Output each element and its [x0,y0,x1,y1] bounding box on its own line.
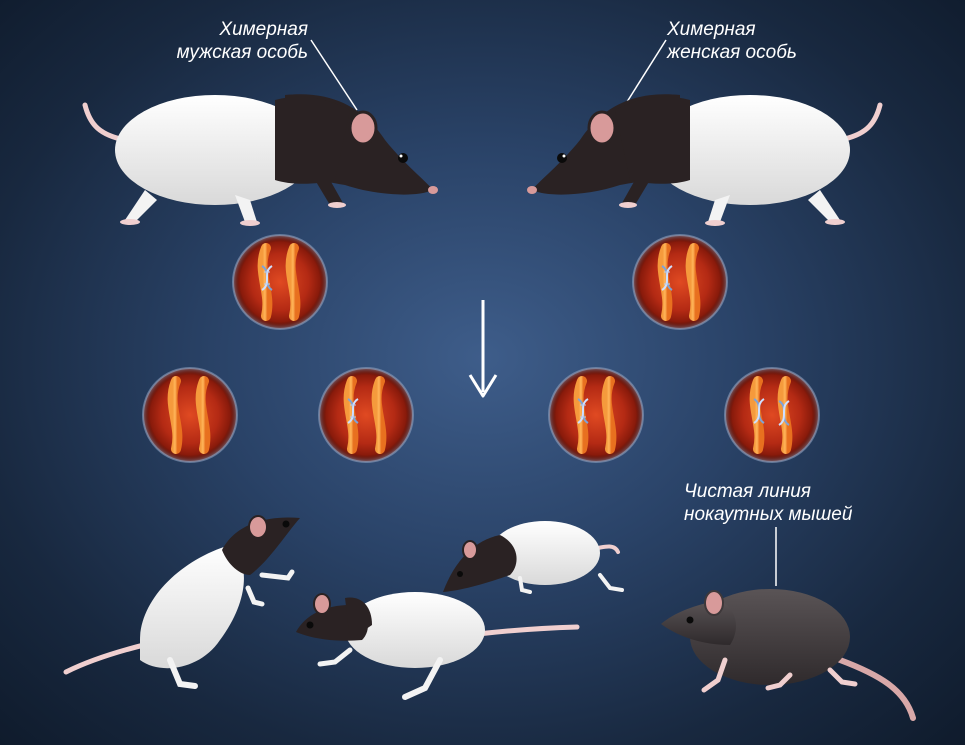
rat-chimera-male [85,94,438,226]
label-knockout-line1: Чистая линия [684,481,811,502]
label-chimera-female: Химерная женская особь [667,18,797,64]
label-chimera-male-line1: Химерная [219,19,308,40]
rat-knockout [661,589,916,721]
label-chimera-female-line1: Химерная [667,19,756,40]
cell-offspring-4 [725,368,819,462]
rat-offspring-small [443,521,624,594]
label-chimera-female-line2: женская особь [667,42,797,63]
cell-offspring-2 [319,368,413,462]
label-knockout-line2: нокаутных мышей [684,504,853,525]
cell-male-parent [233,235,327,329]
cell-offspring-1 [143,368,237,462]
label-chimera-male: Химерная мужская особь [140,18,308,64]
rat-offspring-walking [296,592,580,700]
label-chimera-male-line2: мужская особь [176,42,308,63]
cell-offspring-3 [549,368,643,462]
rat-chimera-female [527,94,880,226]
cell-female-parent [633,235,727,329]
rat-offspring-standing [63,515,300,689]
label-knockout-line: Чистая линия нокаутных мышей [684,480,852,526]
arrow-down-icon [468,300,498,398]
leader-line-male [310,39,358,111]
